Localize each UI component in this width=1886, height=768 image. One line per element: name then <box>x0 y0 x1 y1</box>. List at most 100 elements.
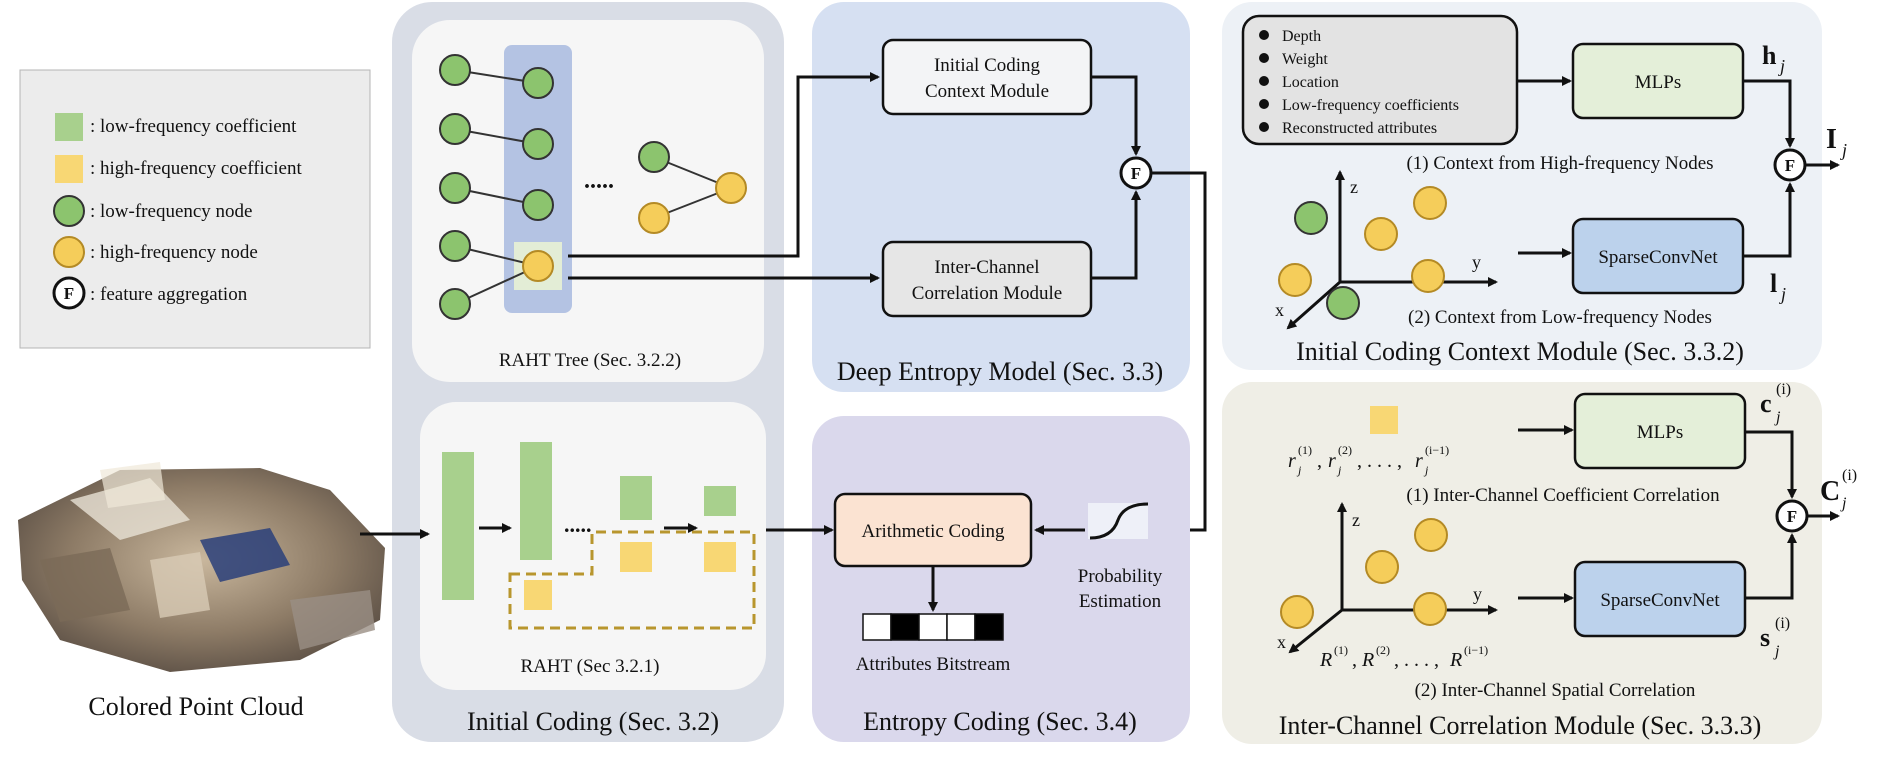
svg-text:l: l <box>1770 269 1777 298</box>
raht-ellipsis: ..... <box>564 512 592 537</box>
raht-low-bar <box>520 442 552 560</box>
svg-text:j: j <box>1773 643 1780 660</box>
raht-low-bar <box>442 452 474 600</box>
context-high-node <box>1411 259 1445 293</box>
caption-spatial-corr: (2) Inter-Channel Spatial Correlation <box>1415 680 1696 701</box>
svg-text:j: j <box>1336 463 1342 477</box>
legend-label-low-coeff: : low-frequency coefficient <box>90 116 297 137</box>
svg-text:(2): (2) <box>1376 643 1390 657</box>
tree-low-node <box>439 230 471 262</box>
feature-item: Low-frequency coefficients <box>1282 97 1459 114</box>
s-j-i-symbol: s (i) j <box>1760 615 1790 660</box>
legend: : low-frequency coefficient : high-frequ… <box>19 69 371 349</box>
caption-high-freq: (1) Context from High-frequency Nodes <box>1406 153 1713 174</box>
low-frequency-node-circle <box>53 195 85 227</box>
raht-high-block <box>704 542 736 572</box>
svg-text:r: r <box>1288 450 1296 472</box>
R-sequence-label: R (1) , R (2) , . . . , R (i−1) <box>1319 643 1488 671</box>
attributes-bitstream-bar <box>862 613 1004 641</box>
svg-text:j: j <box>1423 463 1429 477</box>
arithmetic-coding-label: Arithmetic Coding <box>861 521 1005 542</box>
svg-text:(i): (i) <box>1775 615 1790 632</box>
svg-text:I: I <box>1826 124 1837 155</box>
h-j-symbol: h j <box>1762 41 1785 76</box>
axis-x-label: x <box>1277 632 1286 652</box>
inter-ch-line2: Correlation Module <box>912 283 1062 304</box>
svg-text:(i): (i) <box>1842 467 1857 484</box>
intercorr-module-title: Inter-Channel Correlation Module (Sec. 3… <box>1279 711 1762 740</box>
svg-text:j: j <box>1840 495 1847 512</box>
legend-label-high-node: : high-frequency node <box>90 242 258 263</box>
axis-x-label: x <box>1275 300 1284 320</box>
raht-low-bar <box>704 486 736 516</box>
feature-item: Reconstructed attributes <box>1282 120 1437 137</box>
svg-text:(i−1): (i−1) <box>1464 643 1488 657</box>
probability-curve-icon <box>1088 502 1149 540</box>
feature-item: Weight <box>1282 51 1328 68</box>
entropy-coding-title: Entropy Coding (Sec. 3.4) <box>863 707 1137 736</box>
initial-coding-title: Initial Coding (Sec. 3.2) <box>467 707 719 736</box>
intercorr-3d-axes: z y x <box>1277 502 1498 654</box>
point-cloud-label: Colored Point Cloud <box>88 692 303 721</box>
svg-text:(1): (1) <box>1298 443 1312 457</box>
tree-low-node <box>522 189 554 221</box>
intercorr-high-node <box>1413 592 1447 626</box>
svg-text:(2): (2) <box>1338 443 1352 457</box>
axis-y-label: y <box>1473 584 1482 604</box>
context-high-node <box>1278 263 1312 297</box>
context-low-node <box>1326 286 1360 320</box>
tree-high-node <box>638 202 670 234</box>
svg-text:h: h <box>1762 41 1777 70</box>
tree-low-node <box>439 288 471 320</box>
raht-panel <box>420 402 766 690</box>
raht-high-block <box>620 542 652 572</box>
svg-text:, . . . ,: , . . . , <box>1394 649 1439 671</box>
intercorr-mlps-label: MLPs <box>1637 422 1683 443</box>
raht-tree: ..... <box>439 45 747 320</box>
svg-text:C: C <box>1820 476 1840 507</box>
svg-text:(i−1): (i−1) <box>1425 443 1449 457</box>
raht-label: RAHT (Sec 3.2.1) <box>521 656 660 677</box>
svg-text:,: , <box>1317 450 1322 472</box>
tree-ellipsis: ..... <box>584 168 614 194</box>
legend-label-low-node: : low-frequency node <box>90 201 253 222</box>
svg-text:R: R <box>1361 649 1374 671</box>
raht-low-bar <box>620 476 652 520</box>
initial-ctx-line2: Context Module <box>925 81 1049 102</box>
feature-aggregation-f-icon <box>52 276 86 310</box>
tree-low-node <box>439 113 471 145</box>
coeff-high-square <box>1370 406 1398 434</box>
context-f-glyph: F <box>1785 156 1795 175</box>
intercorr-high-node <box>1280 595 1314 629</box>
svg-text:c: c <box>1760 389 1772 418</box>
tree-low-node <box>638 141 670 173</box>
tree-low-node <box>439 54 471 86</box>
point-cloud-image <box>18 462 385 672</box>
intercorr-f-glyph: F <box>1787 507 1797 526</box>
axis-y-label: y <box>1472 252 1481 272</box>
svg-text:r: r <box>1328 450 1336 472</box>
legend-f-glyph: F <box>64 284 74 303</box>
initial-coding-context-module-box <box>881 38 1093 116</box>
context-module-title: Initial Coding Context Module (Sec. 3.3.… <box>1296 337 1744 366</box>
feature-item: Location <box>1282 74 1339 91</box>
I-j-symbol: I j <box>1826 124 1847 160</box>
svg-text:R: R <box>1319 649 1332 671</box>
intercorr-module-panel <box>1222 382 1822 744</box>
raht-high-block <box>524 580 552 610</box>
intercorr-high-node <box>1365 550 1399 584</box>
raht-transform: ..... <box>442 442 756 630</box>
raht-dashed-outline <box>508 530 756 630</box>
l-j-symbol: l j <box>1770 269 1786 304</box>
context-feature-list: Depth Weight Location Low-frequency coef… <box>1259 28 1459 137</box>
svg-text:j: j <box>1296 463 1302 477</box>
legend-label-high-coeff: : high-frequency coefficient <box>90 158 302 179</box>
initial-ctx-line1: Initial Coding <box>934 55 1041 76</box>
axis-z-label: z <box>1350 177 1358 197</box>
aggregation-f-glyph: F <box>1131 164 1141 183</box>
raht-tree-panel <box>412 20 764 382</box>
svg-text:j: j <box>1774 409 1781 426</box>
svg-text:r: r <box>1415 450 1423 472</box>
svg-text:j: j <box>1778 56 1785 76</box>
